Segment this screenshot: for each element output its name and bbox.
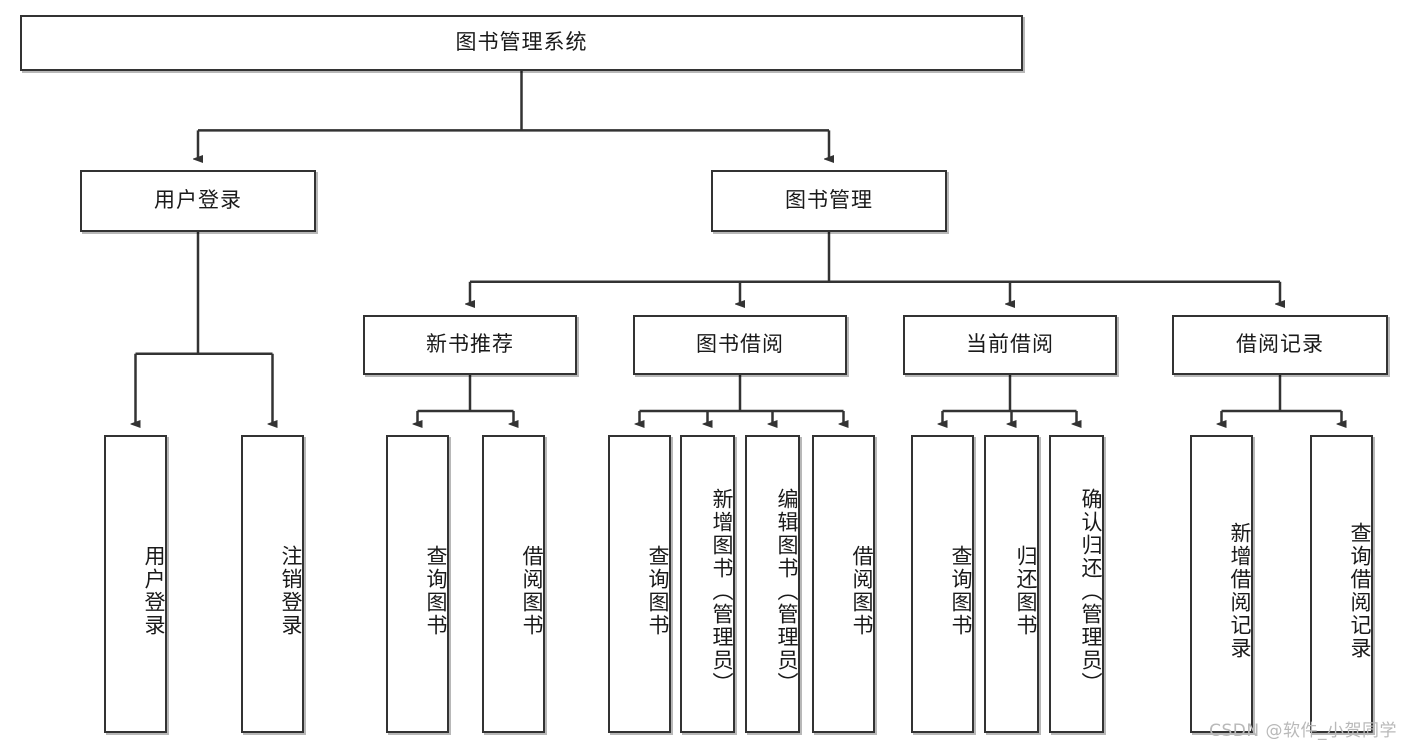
node-borrow[interactable]: 图书借阅 [633,315,847,375]
node-label: 确认归还（管理员） [1079,487,1103,695]
node-login[interactable]: 用户登录 [80,170,316,232]
node-label: 注销登录 [279,545,303,637]
node-newbook[interactable]: 新书推荐 [363,315,577,375]
node-l-q2[interactable]: 查询图书 [608,435,671,733]
node-l-addrec[interactable]: 新增借阅记录 [1190,435,1253,733]
node-l-logout[interactable]: 注销登录 [241,435,304,733]
node-label: 图书管理 [785,188,873,213]
node-label: 借阅记录 [1236,332,1324,357]
node-l-q3[interactable]: 查询图书 [911,435,974,733]
node-label: 归还图书 [1014,545,1038,637]
node-label: 新书推荐 [426,332,514,357]
node-label: 查询借阅记录 [1348,522,1372,660]
node-l-b1[interactable]: 借阅图书 [482,435,545,733]
node-label: 查询图书 [949,545,973,637]
node-l-edit[interactable]: 编辑图书（管理员） [745,435,800,733]
node-bookmgmt[interactable]: 图书管理 [711,170,947,232]
node-l-b2[interactable]: 借阅图书 [812,435,875,733]
node-current[interactable]: 当前借阅 [903,315,1117,375]
node-label: 新增借阅记录 [1228,522,1252,660]
node-label: 查询图书 [646,545,670,637]
node-label: 当前借阅 [966,332,1054,357]
node-l-return[interactable]: 归还图书 [984,435,1039,733]
node-root[interactable]: 图书管理系统 [20,15,1023,71]
watermark-label: CSDN @软件_小贺同学 [1209,721,1397,741]
node-label: 用户登录 [154,188,242,213]
node-label: 图书借阅 [696,332,784,357]
node-l-confirm[interactable]: 确认归还（管理员） [1049,435,1104,733]
node-l-q1[interactable]: 查询图书 [386,435,449,733]
node-label: 图书管理系统 [455,30,588,55]
node-records[interactable]: 借阅记录 [1172,315,1388,375]
node-label: 用户登录 [142,545,166,637]
node-label: 新增图书（管理员） [710,487,734,695]
node-label: 借阅图书 [520,545,544,637]
node-l-add[interactable]: 新增图书（管理员） [680,435,735,733]
node-label: 借阅图书 [850,545,874,637]
node-label: 编辑图书（管理员） [775,487,799,695]
node-l-qrec[interactable]: 查询借阅记录 [1310,435,1373,733]
node-label: 查询图书 [424,545,448,637]
node-l-login[interactable]: 用户登录 [104,435,167,733]
